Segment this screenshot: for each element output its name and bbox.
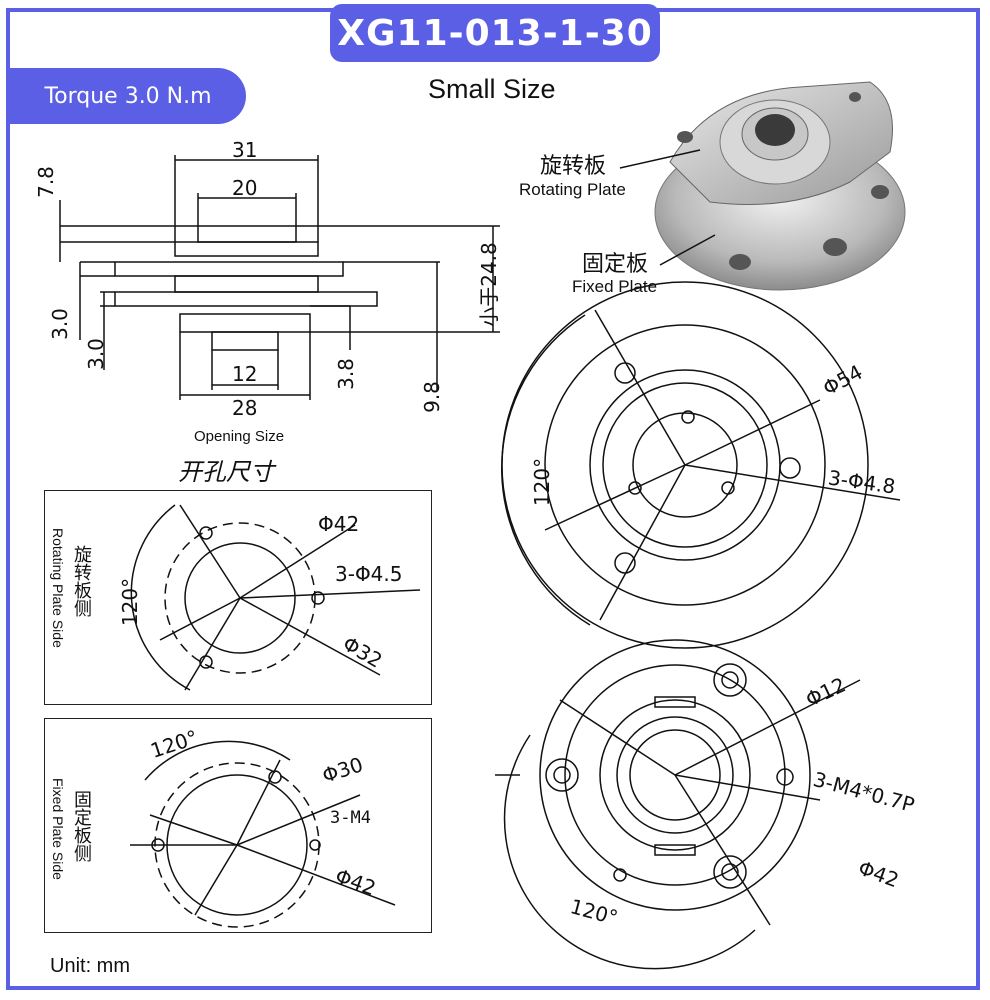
top-right-angle: 120° xyxy=(530,457,555,507)
rotating-angle: 120° xyxy=(118,577,143,627)
fixed-plate-side-box xyxy=(44,718,432,933)
opening-size-en: Opening Size xyxy=(194,428,285,445)
rotating-plate-en: Rotating Plate xyxy=(519,180,626,199)
opening-size-cn: 开孔尺寸 xyxy=(178,458,274,486)
dim-3-0-a: 3.0 xyxy=(47,308,72,340)
fixed-plate-en: Fixed Plate xyxy=(572,277,658,296)
dim-7-8: 7.8 xyxy=(33,166,58,198)
dim-9-8: 9.8 xyxy=(419,381,444,413)
fixed-side-en: Fixed Plate Side xyxy=(50,778,66,880)
product-photo xyxy=(650,72,915,297)
rotating-side-en: Rotating Plate Side xyxy=(50,528,66,648)
dim-24-8: 小于24.8 xyxy=(476,242,501,327)
dim-12: 12 xyxy=(232,362,258,386)
dim-20: 20 xyxy=(232,176,258,200)
dim-31: 31 xyxy=(232,138,258,162)
fixed-side-cn: 固定板侧 xyxy=(71,790,92,862)
rotating-holes: 3-Φ4.5 xyxy=(335,562,403,586)
model-title: XG11-013-1-30 xyxy=(330,4,660,62)
size-subtitle: Small Size xyxy=(428,74,556,104)
rotating-plate-cn: 旋转板 xyxy=(540,154,607,179)
dim-3-8: 3.8 xyxy=(333,358,358,390)
fixed-holes: 3-M4 xyxy=(330,808,371,828)
torque-badge: Torque 3.0 N.m xyxy=(10,68,246,124)
rotating-plate-side-box xyxy=(44,490,432,705)
rotating-side-cn: 旋转板侧 xyxy=(71,545,92,617)
fixed-plate-cn: 固定板 xyxy=(582,252,649,277)
unit-label: Unit: mm xyxy=(50,955,130,977)
rotating-d42: Φ42 xyxy=(318,512,360,536)
dim-3-0-b: 3.0 xyxy=(83,338,108,370)
dim-28: 28 xyxy=(232,396,258,420)
